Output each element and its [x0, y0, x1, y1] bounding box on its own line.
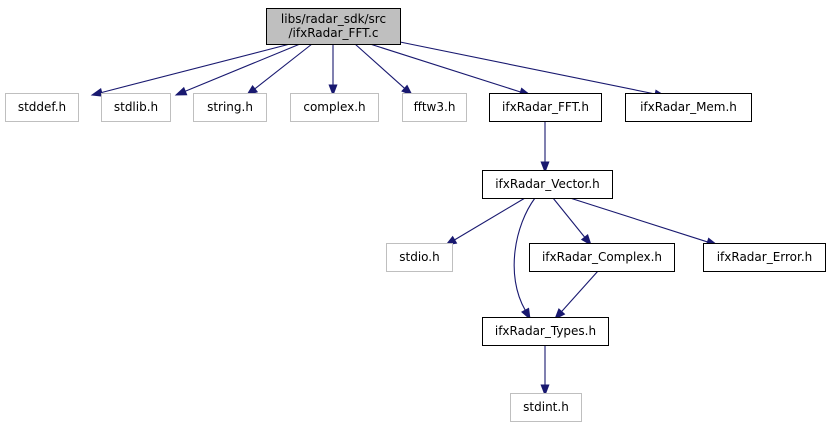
node-fftw3-label: fftw3.h: [414, 100, 456, 114]
edge-root-to-stdlib: [174, 43, 301, 96]
node-vector_h-label: ifxRadar_Vector.h: [495, 177, 600, 191]
edges-layer: [90, 41, 719, 397]
node-stdint-label: stdint.h: [523, 400, 569, 414]
edge-vector_h-to-error_h: [569, 197, 719, 247]
edge-vector_h-to-complex_h: [552, 197, 592, 247]
edge-root-to-stdlib-arrowhead: [174, 86, 188, 96]
edge-fft_h-to-vector_h-arrowhead: [540, 161, 550, 174]
edge-complex_h-to-types_h: [554, 270, 599, 321]
node-mem_h-label: ifxRadar_Mem.h: [640, 100, 737, 114]
node-complex_h-box: [529, 243, 675, 272]
node-types_h-box: [482, 317, 609, 346]
edge-root-to-complex-arrowhead: [328, 84, 338, 97]
node-types_h-label: ifxRadar_Types.h: [495, 324, 596, 338]
node-string-box: [193, 93, 267, 122]
node-fft_h-box: [489, 93, 602, 122]
edge-types_h-to-stdint-arrowhead: [540, 384, 550, 397]
edge-vector_h-to-stdio: [444, 197, 526, 246]
node-root-label: /ifxRadar_FFT.c: [289, 26, 379, 40]
edge-vector_h-to-error_h-line: [569, 197, 708, 243]
node-stdlib-label: stdlib.h: [114, 100, 158, 114]
edge-root-to-mem_h-line: [399, 41, 656, 95]
node-root[interactable]: libs/radar_sdk/src/ifxRadar_FFT.c: [266, 8, 401, 45]
edge-types_h-to-stdint: [540, 345, 550, 397]
node-vector_h[interactable]: ifxRadar_Vector.h: [482, 170, 613, 199]
edge-root-to-complex: [328, 44, 338, 97]
node-complex-box: [290, 93, 379, 122]
node-types_h[interactable]: ifxRadar_Types.h: [482, 317, 609, 346]
edge-root-to-fft_h-line: [369, 43, 521, 93]
node-error_h-box: [703, 243, 826, 272]
node-complex_h[interactable]: ifxRadar_Complex.h: [529, 243, 675, 272]
edge-fft_h-to-vector_h: [540, 121, 550, 174]
node-stdio: stdio.h: [386, 243, 453, 272]
node-stdlib-box: [101, 93, 171, 122]
node-complex_h-label: ifxRadar_Complex.h: [542, 250, 662, 264]
node-fftw3: fftw3.h: [402, 93, 467, 122]
node-fft_h-label: ifxRadar_FFT.h: [502, 100, 589, 114]
edge-root-to-stddef-line: [101, 43, 291, 94]
nodes-layer: libs/radar_sdk/src/ifxRadar_FFT.c stddef.…: [5, 8, 826, 422]
node-stdlib: stdlib.h: [101, 93, 171, 122]
node-error_h[interactable]: ifxRadar_Error.h: [703, 243, 826, 272]
node-fft_h[interactable]: ifxRadar_FFT.h: [489, 93, 602, 122]
node-stdio-label: stdio.h: [399, 250, 439, 264]
edge-vector_h-to-complex_h-line: [552, 197, 586, 238]
edge-complex_h-to-types_h-arrowhead: [554, 308, 566, 321]
edge-vector_h-to-types_h-arrowhead: [521, 307, 531, 321]
node-stddef-box: [5, 93, 79, 122]
node-vector_h-box: [482, 170, 613, 199]
node-string-label: string.h: [207, 100, 253, 114]
edge-root-to-stddef-arrowhead: [90, 87, 104, 97]
node-mem_h[interactable]: ifxRadar_Mem.h: [625, 93, 752, 122]
edge-root-to-stdlib-line: [185, 43, 301, 92]
node-complex-label: complex.h: [303, 100, 365, 114]
node-error_h-label: ifxRadar_Error.h: [717, 250, 813, 264]
node-stddef: stddef.h: [5, 93, 79, 122]
node-root-box: [266, 8, 401, 45]
edge-root-to-fftw3: [354, 43, 414, 96]
node-stdint-box: [510, 393, 582, 422]
edge-root-to-string-line: [254, 43, 313, 90]
node-stdint: stdint.h: [510, 393, 582, 422]
edge-root-to-mem_h: [399, 41, 667, 99]
edge-vector_h-to-stdio-line: [454, 197, 526, 241]
edge-root-to-string: [245, 43, 313, 96]
node-root-label: libs/radar_sdk/src: [281, 12, 386, 26]
edge-vector_h-to-complex_h-arrowhead: [580, 233, 592, 247]
node-string: string.h: [193, 93, 267, 122]
edge-complex_h-to-types_h-line: [561, 270, 599, 312]
node-stddef-label: stddef.h: [18, 100, 66, 114]
edge-vector_h-to-types_h-line: [513, 197, 536, 311]
edge-vector_h-to-types_h: [513, 197, 536, 321]
node-complex: complex.h: [290, 93, 379, 122]
node-stdio-box: [386, 243, 453, 272]
edge-root-to-fftw3-line: [354, 43, 405, 89]
node-fftw3-box: [402, 93, 467, 122]
node-mem_h-box: [625, 93, 752, 122]
edge-root-to-stddef: [90, 43, 291, 97]
